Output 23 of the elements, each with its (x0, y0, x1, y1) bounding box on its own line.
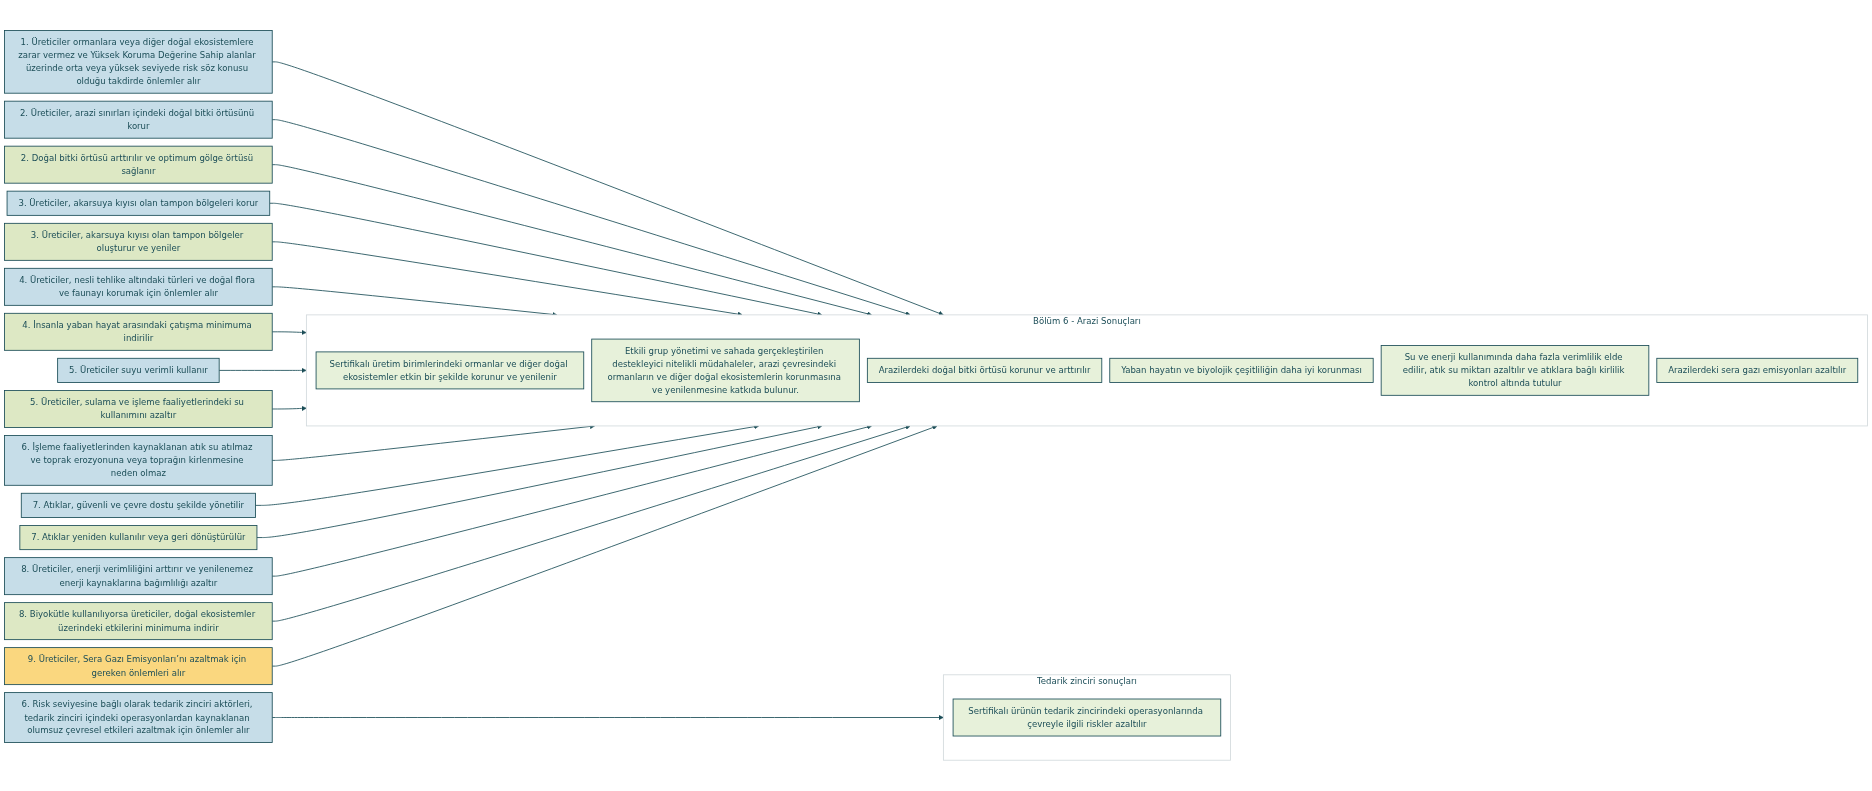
node-box: 1. Üreticiler ormanlara veya diğer doğal ekosistemlere zarar vermez ve Yüksek Koruma Değerine Sahip alanlar üzerinde orta veya yüksek seviyede risk söz konusu olduğu takdirde önlemler alır (4, 30, 273, 94)
node-box: 5. Üreticiler, sulama ve işleme faaliyetlerindeki su kullanımını azaltır (4, 390, 273, 429)
node-box: 9. Üreticiler, Sera Gazı Emisyonları’nı azaltmak için gereken önlemleri alır (4, 647, 273, 686)
node-box: 6. İşleme faaliyetlerinden kaynaklanan atık su atılmaz ve toprak erozyonuna veya toprağın kirlenmesine neden olmaz (4, 435, 273, 486)
node-box: 8. Biyokütle kullanılıyorsa üreticiler, doğal ekosistemler üzerindeki etkilerini minimuma indirir (4, 602, 273, 641)
node-box: 7. Atıklar yeniden kullanılır veya geri dönüştürülür (19, 525, 258, 551)
node-box: 7. Atıklar, güvenli ve çevre dostu şekilde yönetilir (20, 492, 256, 518)
node-box: Arazilerdeki doğal bitki örtüsü korunur ve arttırılır (866, 358, 1103, 384)
node-box: Su ve enerji kullanımında daha fazla verimlilik elde edilir, atık su miktarı azaltılır ve atıklara bağlı kirlilik kontrol altında tutulur (1380, 345, 1650, 396)
node-box: Sertifikalı üretim birimlerindeki ormanlar ve diğer doğal ekosistemler etkin bir şekilde korunur ve yenilenir (315, 351, 585, 390)
node-box: Yaban hayatın ve biyolojik çeşitliliğin daha iyi korunması (1109, 358, 1374, 384)
node-box: 4. İnsanla yaban hayat arasındaki çatışma minimuma indirilir (4, 313, 273, 351)
node-box: 3. Üreticiler, akarsuya kıyısı olan tampon bölgeleri korur (6, 190, 271, 216)
node-box: 3. Üreticiler, akarsuya kıyısı olan tampon bölgeler oluşturur ve yeniler (4, 223, 273, 261)
node-box: 6. Risk seviyesine bağlı olarak tedarik zinciri aktörleri, tedarik zinciri içindeki operasyonlardan kaynaklanan olumsuz çevresel etkileri azaltmak için önlemler alır (4, 692, 273, 743)
node-box: 2. Üreticiler, arazi sınırları içindeki doğal bitki örtüsünü korur (4, 100, 273, 139)
node-box: Sertifikalı ürünün tedarik zincirindeki operasyonlarında çevreyle ilgili riskler azaltılır (952, 698, 1222, 737)
node-box: 5. Üreticiler suyu verimli kullanır (57, 358, 220, 384)
node-box: 8. Üreticiler, enerji verimliliğini arttırır ve yenilenemez enerji kaynaklarına bağımlılığı azaltır (4, 557, 273, 596)
node-box: Etkili grup yönetimi ve sahada gerçekleştirilen destekleyici nitelikli müdahaleler, arazi çevresindeki ormanların ve diğer doğal ekosistemlerin korunmasına ve yenilenmesine katkıda bulunur. (591, 338, 860, 403)
node-box: Arazilerdeki sera gazı emisyonları azaltılır (1656, 358, 1859, 384)
node-box: 4. Üreticiler, nesli tehlike altındaki türleri ve doğal flora ve faunayı korumak için önlemler alır (4, 268, 273, 306)
node-box: 2. Doğal bitki örtüsü arttırılır ve optimum gölge örtüsü sağlanır (4, 145, 273, 184)
